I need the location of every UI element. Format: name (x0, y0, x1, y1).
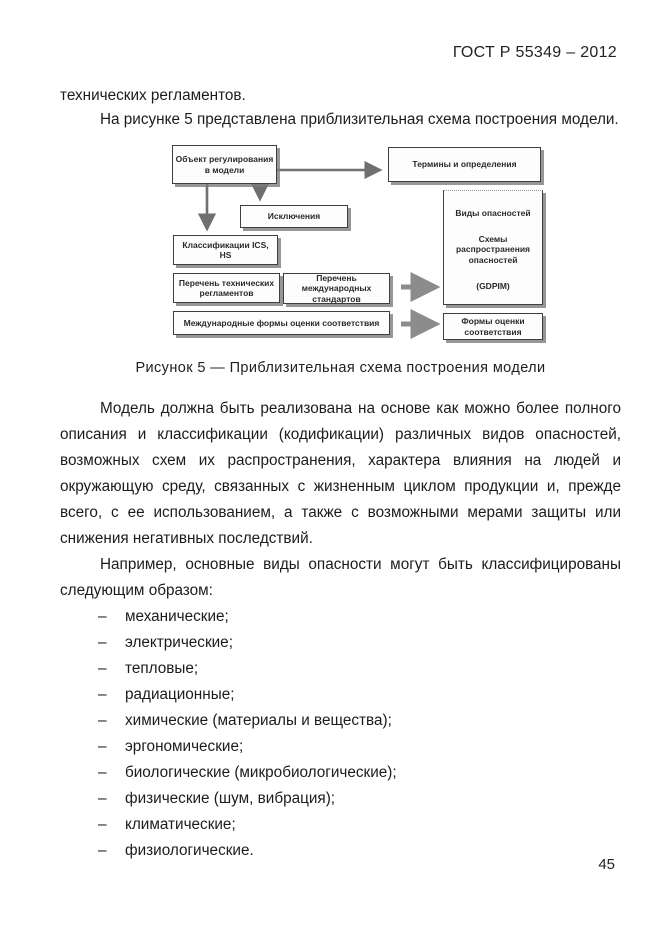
list-item: – механические; (60, 604, 621, 630)
list-item: – физические (шум, вибрация); (60, 786, 621, 812)
list-item: – химические (материалы и вещества); (60, 708, 621, 734)
list-item: – физиологические. (60, 838, 621, 864)
box-intl-standards-list: Перечень международных стандартов (283, 273, 390, 304)
paragraph-continuation: технических регламентов. (60, 87, 246, 104)
page-number: 45 (598, 856, 615, 873)
list-dash: – (98, 634, 107, 651)
list-item-text: биологические (микробиологические); (125, 764, 397, 781)
box-object-of-regulation: Объект регулирования в модели (172, 145, 277, 184)
list-dash: – (98, 608, 107, 625)
list-item: – электрические; (60, 630, 621, 656)
list-item-text: электрические; (125, 634, 233, 651)
list-item-text: механические; (125, 608, 229, 625)
list-dash: – (98, 764, 107, 781)
list-dash: – (98, 790, 107, 807)
list-dash: – (98, 660, 107, 677)
box-terms-definitions: Термины и определения (388, 147, 541, 182)
figure-intro-paragraph: На рисунке 5 представлена приблизительна… (100, 111, 619, 128)
list-item: – климатические; (60, 812, 621, 838)
box-exclusions: Исключения (240, 205, 348, 228)
list-dash: – (98, 816, 107, 833)
list-item-text: тепловые; (125, 660, 199, 677)
box-tech-regulations-list: Перечень технических регламентов (173, 273, 280, 303)
hazard-types-list: – механические; – электрические; – тепловые… (60, 604, 621, 864)
gdpim-label: (GDPIM) (476, 281, 510, 291)
box-hazard-types-gdpim: Виды опасностей Схемы распространения оп… (443, 190, 543, 305)
list-item: – биологические (микробиологические); (60, 760, 621, 786)
paragraph-hazard-classification: Например, основные виды опасности могут … (60, 556, 621, 599)
list-item: – тепловые; (60, 656, 621, 682)
list-item-text: химические (материалы и вещества); (125, 712, 392, 729)
list-item: – радиационные; (60, 682, 621, 708)
figure-caption: Рисунок 5 — Приблизительная схема постро… (135, 360, 546, 376)
model-scheme-diagram: Объект регулирования в модели Термины и … (170, 143, 548, 348)
diagram-connectors (197, 160, 441, 339)
body-text: Модель должна быть реализована на основе… (60, 396, 621, 864)
list-item-text: физиологические. (125, 842, 254, 859)
list-item-text: физические (шум, вибрация); (125, 790, 336, 807)
list-dash: – (98, 842, 107, 859)
list-item-text: климатические; (125, 816, 236, 833)
list-dash: – (98, 738, 107, 755)
box-conformity-forms: Формы оценки соответствия (443, 313, 543, 340)
list-item-text: эргономические; (125, 738, 244, 755)
hazard-types-label: Виды опасностей (455, 208, 531, 218)
list-dash: – (98, 712, 107, 729)
box-intl-conformity-forms: Международные формы оценки соответствия (173, 311, 390, 335)
box-classifications: Классификации ICS, HS (173, 235, 278, 265)
document-header: ГОСТ Р 55349 – 2012 (452, 44, 617, 61)
hazard-schemes-label: Схемы распространения опасностей (455, 233, 531, 265)
list-item-text: радиационные; (125, 686, 235, 703)
list-item: – эргономические; (60, 734, 621, 760)
paragraph-model-description: Модель должна быть реализована на основе… (60, 400, 621, 547)
list-dash: – (98, 686, 107, 703)
